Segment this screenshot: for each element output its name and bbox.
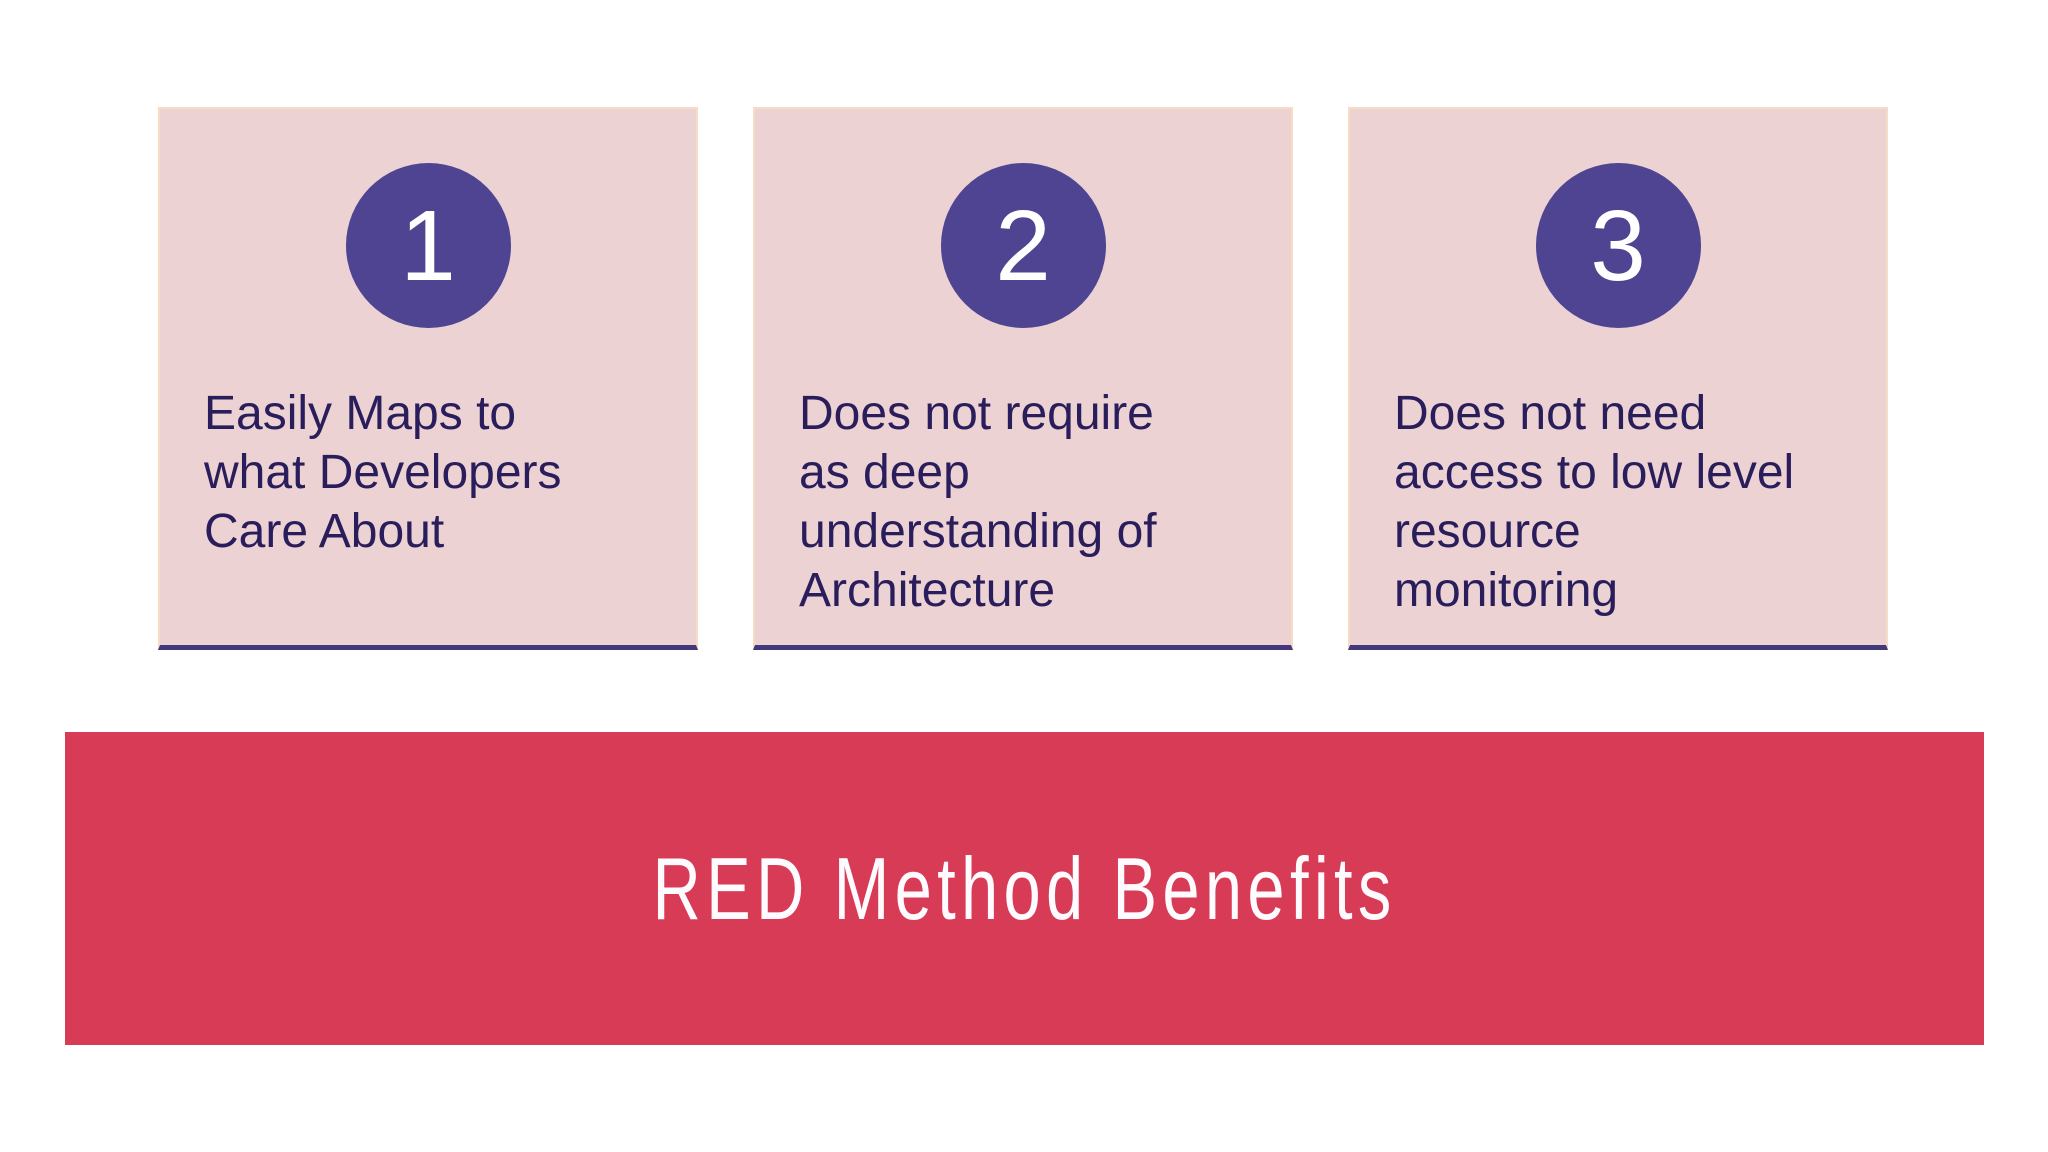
benefit-description-2: Does not require as deep understanding o… [799, 387, 1157, 617]
benefit-cards-row: 1 Easily Maps to what Developers Care Ab… [158, 107, 1888, 650]
benefit-description-1: Easily Maps to what Developers Care Abou… [204, 387, 562, 558]
step-number-badge-3: 3 [1535, 163, 1701, 328]
page-title: RED Method Benefits [652, 838, 1397, 938]
step-number-2: 2 [995, 189, 1051, 302]
step-number-badge-2: 2 [940, 163, 1106, 328]
benefit-card-3: 3 Does not need access to low level reso… [1348, 107, 1888, 650]
step-number-3: 3 [1590, 189, 1646, 302]
benefit-card-2: 2 Does not require as deep understanding… [753, 107, 1293, 650]
step-number-1: 1 [400, 189, 456, 302]
step-number-badge-1: 1 [345, 163, 511, 328]
benefit-card-1: 1 Easily Maps to what Developers Care Ab… [158, 107, 698, 650]
benefit-description-3: Does not need access to low level resour… [1394, 387, 1795, 617]
title-banner: RED Method Benefits [65, 732, 1984, 1045]
